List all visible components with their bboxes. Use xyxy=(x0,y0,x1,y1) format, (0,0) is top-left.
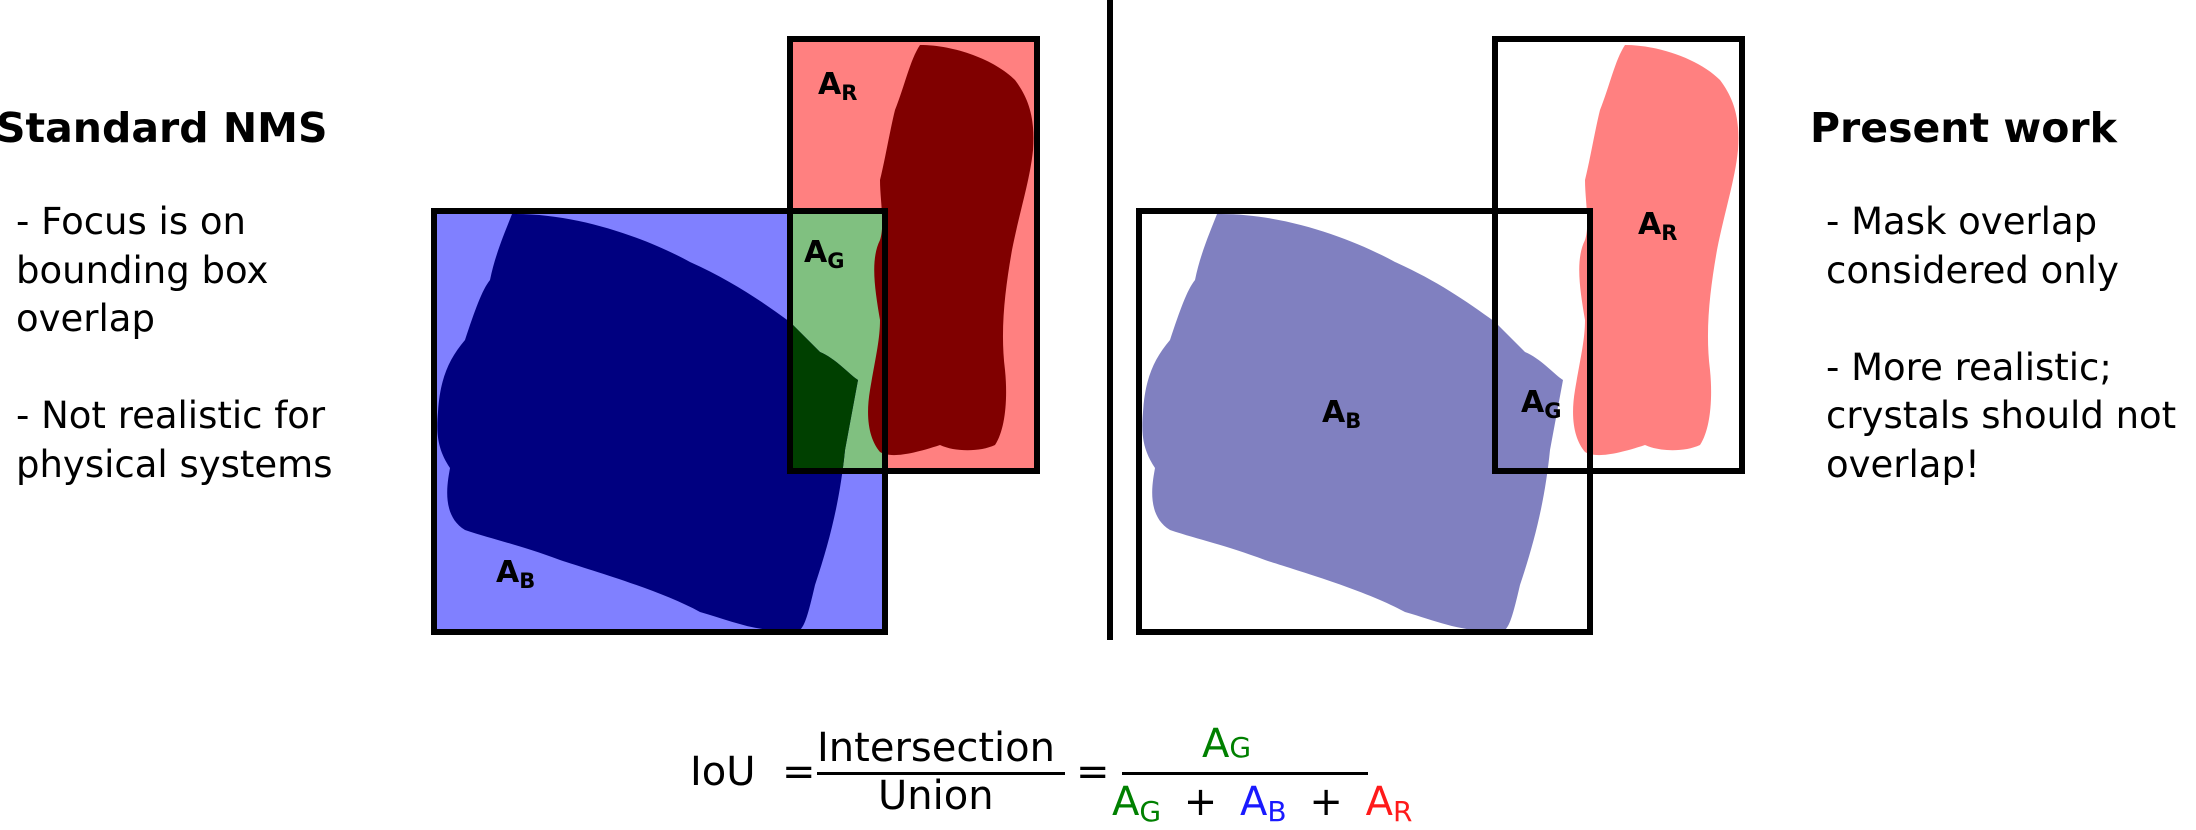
left-bullets: - Focus is on bounding box overlap - Not… xyxy=(16,198,333,489)
right-label-ag: AG xyxy=(1521,385,1561,423)
iou-equation: IoU = Intersection Union = AG AG + AB + … xyxy=(690,720,1413,830)
left-label-ab: AB xyxy=(496,555,535,593)
eq-numerator-ag: AG xyxy=(1202,721,1252,767)
right-bullets: - Mask overlap considered only - More re… xyxy=(1826,198,2176,489)
left-bullet-1-line-2: bounding box xyxy=(16,248,269,292)
eq-union: Union xyxy=(878,773,994,819)
eq-equals-1: = xyxy=(782,749,816,795)
left-bullet-2-line-2: physical systems xyxy=(16,442,333,486)
right-bullet-2: - More realistic; crystals should not ov… xyxy=(1826,344,2176,490)
right-blue-box-outline xyxy=(1136,208,1593,635)
right-label-ar: AR xyxy=(1638,207,1677,245)
right-bullet-2-line-3: overlap! xyxy=(1826,442,1980,486)
left-bullet-2-line-1: - Not realistic for xyxy=(16,394,326,437)
right-red-mask xyxy=(1573,45,1739,456)
right-bullet-2-line-1: - More realistic; xyxy=(1826,345,2112,389)
left-blue-box-outline xyxy=(431,208,888,635)
right-red-box-outline xyxy=(1492,36,1745,474)
right-bullet-1-line-2: considered only xyxy=(1826,248,2119,292)
left-red-box-outline xyxy=(787,36,1040,474)
left-label-ar: AR xyxy=(818,67,857,105)
left-label-ag: AG xyxy=(804,235,844,273)
eq-denominator: AG + AB + AR xyxy=(1112,779,1413,828)
left-bullet-2: - Not realistic for physical systems xyxy=(16,392,333,489)
right-bullet-2-line-2: crystals should not xyxy=(1826,394,2177,437)
left-bullet-1-line-1: - Focus is on xyxy=(16,200,246,243)
right-heading: Present work xyxy=(1810,104,2117,152)
eq-lhs: IoU xyxy=(690,749,756,795)
left-bullet-1-line-3: overlap xyxy=(16,297,155,340)
eq-fraction-bar-2 xyxy=(1122,772,1368,775)
eq-equals-2: = xyxy=(1076,749,1110,795)
left-bullet-1: - Focus is on bounding box overlap xyxy=(16,198,333,344)
right-bullet-1: - Mask overlap considered only xyxy=(1826,198,2176,295)
right-label-ab: AB xyxy=(1322,395,1361,433)
eq-fraction-bar-1 xyxy=(817,772,1065,775)
eq-intersection: Intersection xyxy=(817,725,1055,771)
left-heading: Standard NMS xyxy=(0,104,328,152)
right-bullet-1-line-1: - Mask overlap xyxy=(1826,200,2098,243)
